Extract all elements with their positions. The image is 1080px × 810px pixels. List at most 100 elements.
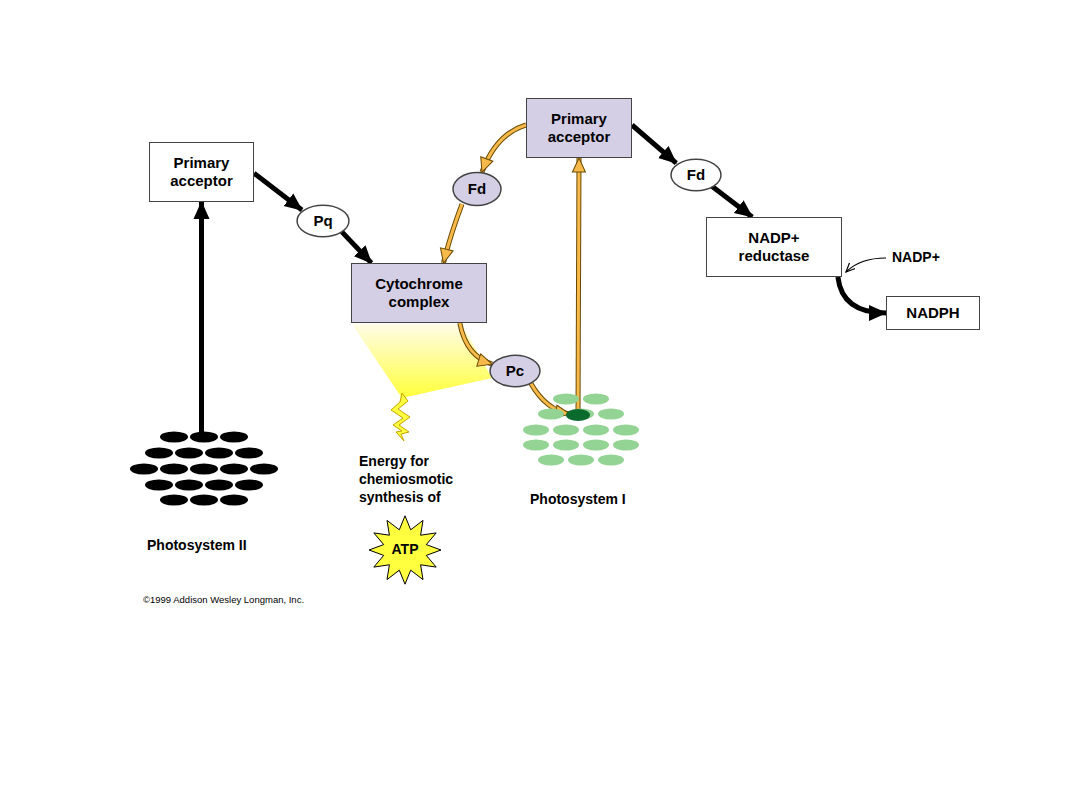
pigment-dot xyxy=(145,448,173,459)
photosystem-i: Photosystem I xyxy=(518,392,644,507)
pigment-dot xyxy=(583,440,609,451)
cyclic-flow-arrow xyxy=(444,204,463,263)
node-text-wrap: Photosystem I xyxy=(530,490,626,508)
copyright-note: ©1999 Addison Wesley Longman, Inc. xyxy=(143,594,304,605)
connector-line xyxy=(482,125,526,172)
node-label: Fd xyxy=(679,166,713,184)
connector-line xyxy=(444,204,463,263)
pigment-dot xyxy=(613,440,639,451)
lightning-bolt xyxy=(391,393,410,441)
electron-flow-arrow xyxy=(712,186,753,217)
node-text-wrap: Pq xyxy=(296,204,350,238)
connector-line xyxy=(444,204,463,263)
carrier-outline xyxy=(297,205,349,236)
atp-starburst xyxy=(369,516,441,584)
connector-line xyxy=(482,125,526,172)
nadph-box: NADPH xyxy=(886,296,980,330)
pigment-dot xyxy=(175,480,203,491)
connector-line xyxy=(199,202,204,436)
pigment-dot xyxy=(583,394,609,405)
pigment-dot xyxy=(523,440,549,451)
ferredoxin-carrier: Fd xyxy=(670,158,722,192)
energy-fan xyxy=(352,324,492,398)
electron-flow-arrow xyxy=(201,202,202,436)
primary-acceptor-box: Primary acceptor xyxy=(526,98,632,158)
connector-line xyxy=(254,173,302,210)
plastoquinone-carrier: Pq xyxy=(296,204,350,238)
electron-flow-arrow xyxy=(632,125,676,163)
pigment-dot xyxy=(235,480,263,491)
nadp-reductase-box: NADP+ reductase xyxy=(706,217,842,277)
cyclic-flow-arrow xyxy=(578,158,579,414)
pigment-dot xyxy=(160,432,188,443)
node-label: Primary acceptor xyxy=(530,110,628,146)
energy-note: Energy for chemiosmotic synthesis of xyxy=(359,452,481,506)
pigment-dot xyxy=(160,464,188,475)
carrier-outline xyxy=(490,355,540,386)
pigment-dot xyxy=(220,495,248,506)
atp-label: ATP xyxy=(380,541,430,557)
reaction-center xyxy=(566,409,590,421)
pigment-dot xyxy=(538,455,564,466)
connector-line xyxy=(712,186,753,217)
pigment-dot xyxy=(553,440,579,451)
cytochrome-complex-box: Cytochrome complex xyxy=(351,263,487,323)
node-text-wrap: Cytochrome complex xyxy=(352,264,486,322)
pigment-cluster xyxy=(518,392,644,507)
node-label: NADP+ reductase xyxy=(710,229,838,265)
connector-line xyxy=(838,277,886,313)
node-text-wrap: Photosystem II xyxy=(147,536,247,554)
node-text-wrap: Fd xyxy=(670,158,722,192)
cyclic-flow-arrow xyxy=(460,323,492,364)
primary-acceptor-box: Primary acceptor xyxy=(149,142,254,202)
photosystem-label: Photosystem II xyxy=(147,536,247,554)
node-label: Primary acceptor xyxy=(153,154,250,190)
connector-line xyxy=(578,158,579,414)
connector-line xyxy=(632,125,676,163)
pigment-dot xyxy=(205,480,233,491)
node-text-wrap: Fd xyxy=(452,171,502,207)
pigment-dot xyxy=(538,409,564,420)
node-label: Pc xyxy=(498,362,532,380)
pigment-dot xyxy=(598,455,624,466)
connector-line xyxy=(460,323,492,364)
pigment-dot xyxy=(613,425,639,436)
pigment-dot xyxy=(250,464,278,475)
pigment-dot xyxy=(568,455,594,466)
plastocyanin-carrier: Pc xyxy=(489,354,541,388)
carrier-outline xyxy=(453,172,501,205)
node-label: Fd xyxy=(460,180,494,198)
pigment-dot xyxy=(220,464,248,475)
node-text-wrap: NADPH xyxy=(887,297,979,329)
pigment-dot xyxy=(583,425,609,436)
carrier-outline xyxy=(671,159,721,190)
photosystem-label: Photosystem I xyxy=(530,490,626,508)
nadp-leader xyxy=(846,258,886,272)
node-label: Cytochrome complex xyxy=(355,275,483,311)
node-label: Pq xyxy=(305,212,340,230)
pigment-dot xyxy=(235,448,263,459)
pigment-dot xyxy=(205,448,233,459)
electron-flow-arrow xyxy=(342,232,372,263)
reactant-label: NADP+ xyxy=(890,249,942,265)
pigment-dot xyxy=(553,425,579,436)
node-text-wrap: Pc xyxy=(489,354,541,388)
pigment-dot xyxy=(145,480,173,491)
pigment-dot xyxy=(523,425,549,436)
cyclic-flow-arrow xyxy=(482,125,526,172)
connector-line xyxy=(460,323,492,364)
pigment-dot xyxy=(175,448,203,459)
electron-flow-arrow xyxy=(838,277,886,313)
ferredoxin-carrier: Fd xyxy=(452,171,502,207)
photosystem-ii: Photosystem II xyxy=(140,430,270,558)
pigment-dot xyxy=(598,409,624,420)
pigment-dot xyxy=(160,495,188,506)
pigment-dot xyxy=(190,464,218,475)
electron-flow-arrow xyxy=(254,173,302,210)
node-text-wrap: Primary acceptor xyxy=(527,99,631,157)
node-label: NADPH xyxy=(898,304,967,322)
connector-line xyxy=(578,158,579,414)
connector-line xyxy=(342,232,372,263)
pigment-dot xyxy=(190,432,218,443)
